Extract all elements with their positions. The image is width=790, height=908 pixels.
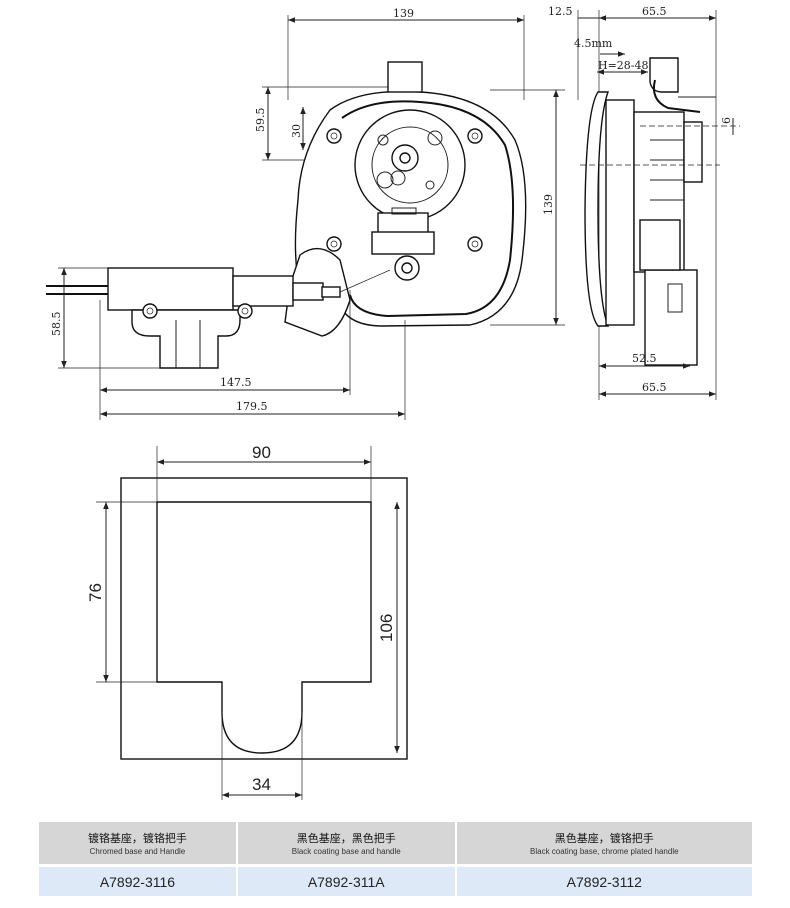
spec-header-1-cn: 镀铬基座，镀铬把手 xyxy=(87,832,187,845)
technical-drawing: 139 139 59.5 30 27 27 xyxy=(46,5,740,800)
dim-30: 30 xyxy=(290,124,303,138)
dim-58-5: 58.5 xyxy=(50,312,63,337)
dim-59-5: 59.5 xyxy=(254,108,267,133)
dim-cutout-notch: 34 xyxy=(252,775,271,794)
spec-header-3: 黑色基座，镀铬把手 Black coating base, chrome pla… xyxy=(456,822,752,864)
spec-header-2: 黑色基座，黑色把手 Black coating base and handle xyxy=(237,822,455,864)
spec-header-2-en: Black coating base and handle xyxy=(291,847,401,856)
spec-header-3-cn: 黑色基座，镀铬把手 xyxy=(554,832,654,845)
spec-header-1-en: Chromed base and Handle xyxy=(89,847,186,856)
front-view: 139 139 59.5 30 27 27 xyxy=(46,7,565,420)
dim-cutout-height-left: 76 xyxy=(86,583,105,602)
cutout-view: 90 76 106 34 xyxy=(86,443,408,800)
spec-header-3-en: Black coating base, chrome plated handle xyxy=(530,847,679,856)
dim-65-5-bottom: 65.5 xyxy=(642,381,667,394)
side-view: 12.5 65.5 4.5mm H=28-48 6 52.5 xyxy=(548,5,740,400)
dim-12-5: 12.5 xyxy=(548,5,573,18)
spec-code-2: A7892-311A xyxy=(237,867,455,896)
dim-cutout-width: 90 xyxy=(252,443,271,462)
spec-header-1: 镀铬基座，镀铬把手 Chromed base and Handle xyxy=(39,822,236,864)
dim-65-5-top: 65.5 xyxy=(642,5,667,18)
dim-147-5: 147.5 xyxy=(220,376,252,389)
dim-height-right: 139 xyxy=(542,194,555,215)
dim-h-range: H=28-48 xyxy=(598,59,649,72)
spec-header-2-cn: 黑色基座，黑色把手 xyxy=(296,832,396,845)
dim-4-5mm: 4.5mm xyxy=(574,37,613,50)
spec-table: 镀铬基座，镀铬把手 Chromed base and Handle 黑色基座，黑… xyxy=(37,822,754,896)
dim-52-5: 52.5 xyxy=(632,352,657,365)
dim-width-top: 139 xyxy=(393,7,414,20)
dim-cutout-height-right: 106 xyxy=(377,614,396,642)
spec-code-1: A7892-3116 xyxy=(39,867,236,896)
dim-6: 6 xyxy=(720,117,733,124)
dim-179-5: 179.5 xyxy=(236,400,268,413)
spec-code-3: A7892-3112 xyxy=(456,867,752,896)
